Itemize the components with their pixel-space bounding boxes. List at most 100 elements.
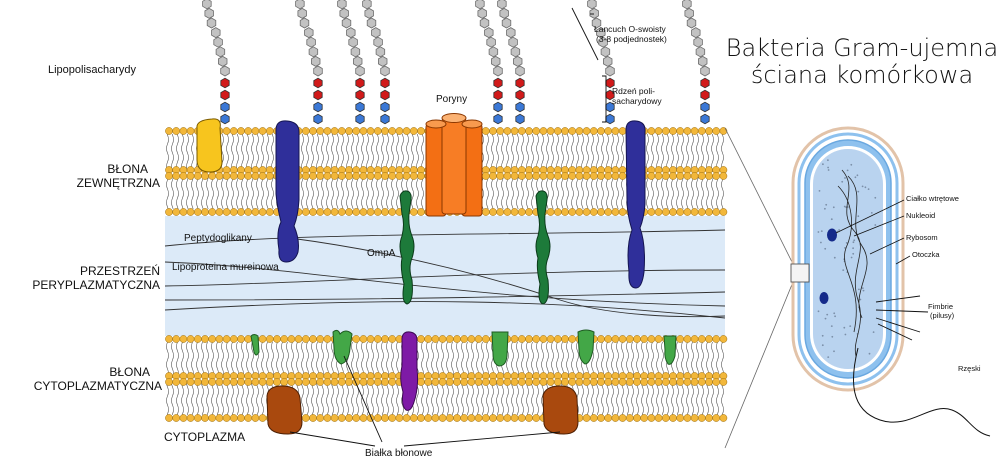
lipid-head	[424, 414, 433, 422]
label-fimbriae-2: (pilusy)	[930, 311, 955, 320]
lipid-head	[640, 414, 649, 422]
lipid-head	[316, 335, 325, 343]
lipid-head	[705, 378, 713, 386]
lipid-head	[438, 378, 447, 386]
lipid-head	[402, 414, 411, 422]
lipid-head	[244, 127, 253, 135]
lipid-head	[337, 172, 346, 180]
ribosome-dot	[872, 331, 875, 333]
lipid-head	[683, 172, 692, 180]
lipid-head	[582, 127, 591, 135]
label-periplasm-1: PRZESTRZEŃ	[80, 263, 160, 278]
lipid-head	[373, 414, 382, 422]
lipid-head	[661, 208, 670, 216]
lipid-head	[568, 335, 577, 343]
lipid-head	[301, 414, 310, 422]
lipid-head	[179, 208, 188, 216]
ribosome-dot	[867, 188, 870, 191]
ribosome-dot	[830, 325, 833, 327]
lipid-head	[309, 208, 317, 216]
lipid-head	[201, 378, 209, 386]
lipid-head	[525, 414, 533, 422]
lipid-head	[690, 127, 699, 135]
lipid-head	[179, 335, 188, 343]
lipid-head	[690, 208, 699, 216]
lipid-head	[532, 414, 541, 422]
ribosome-dot	[827, 356, 830, 358]
lipid-head	[395, 172, 404, 180]
lipid-head	[481, 414, 490, 422]
lipid-head	[589, 414, 598, 422]
lipid-head	[582, 172, 591, 180]
lipid-head	[589, 172, 598, 180]
ribosome-dot	[862, 289, 865, 292]
lipid-head	[186, 127, 195, 135]
lipid-head	[388, 208, 397, 216]
lipid-head	[510, 172, 519, 180]
lipid-head	[474, 414, 483, 422]
peptidoglycan-strand	[164, 261, 726, 307]
lipid-head	[222, 378, 231, 386]
lipid-head	[316, 208, 325, 216]
lipid-head	[618, 378, 627, 386]
ribosome-dot	[834, 315, 836, 318]
lipid-head	[258, 127, 267, 135]
lipid-head	[316, 378, 325, 386]
lipid-head	[445, 414, 454, 422]
lipid-head	[424, 378, 433, 386]
lipid-head	[409, 414, 418, 422]
lipid-head	[496, 414, 505, 422]
lps-molecule	[337, 0, 365, 125]
lipid-head	[553, 127, 562, 135]
ribosome-dot	[831, 335, 834, 338]
lipid-head	[337, 208, 346, 216]
lipid-head	[690, 172, 699, 180]
label-cytoplasmic-membrane-1: BŁONA	[109, 365, 150, 379]
lipid-head	[481, 378, 490, 386]
lipid-head	[222, 172, 231, 180]
lipid-head	[618, 172, 627, 180]
lipid-head	[546, 208, 555, 216]
lipid-head	[273, 378, 281, 386]
label-flagella: Rzęski	[958, 364, 981, 373]
ompa-protein	[399, 190, 415, 305]
lipid-head	[229, 414, 238, 422]
lipid-head	[244, 414, 253, 422]
lipid-head	[575, 378, 584, 386]
porin-trimer	[425, 113, 483, 217]
lipid-head	[604, 378, 613, 386]
lipid-head	[611, 127, 620, 135]
ribosome-dot	[861, 287, 864, 289]
lipid-head	[337, 127, 346, 135]
ribosome-dot	[820, 241, 822, 244]
lipid-head	[381, 414, 389, 422]
ribosome-dot	[824, 317, 827, 320]
lipid-head	[575, 208, 584, 216]
inner-membrane-protein-green	[577, 329, 595, 365]
lipid-head	[381, 127, 389, 135]
lipid-head	[373, 378, 382, 386]
inclusion-body	[827, 228, 837, 242]
lipid-head	[201, 414, 209, 422]
lipid-head	[179, 414, 188, 422]
ribosome-dot	[847, 206, 849, 208]
lipid-head	[179, 172, 188, 180]
lipid-head	[611, 172, 620, 180]
lipid-head	[705, 208, 713, 216]
lps-molecule	[497, 0, 525, 125]
lipid-head	[222, 208, 231, 216]
lipid-head	[568, 378, 577, 386]
lipid-head	[640, 378, 649, 386]
lipid-head	[186, 378, 195, 386]
lps-molecule	[475, 0, 503, 125]
lipid-head	[265, 172, 274, 180]
lipid-head	[481, 335, 490, 343]
label-porins: Poryny	[436, 94, 467, 105]
lipid-head	[611, 378, 620, 386]
lipid-head	[208, 378, 217, 386]
lipid-head	[323, 335, 332, 343]
lipid-head	[222, 335, 231, 343]
lipid-head	[503, 378, 512, 386]
lipid-head	[251, 127, 260, 135]
lipid-head	[352, 127, 361, 135]
